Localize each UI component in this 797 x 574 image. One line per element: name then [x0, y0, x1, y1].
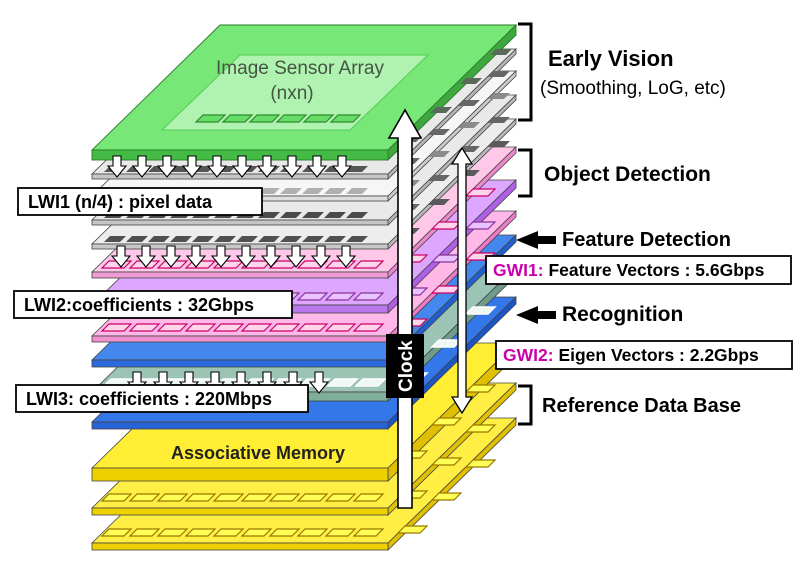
svg-text:GWI2: Eigen Vectors : 2: GWI2: Eigen Vectors : 2.2Gbps [503, 345, 759, 365]
feature-detection-label: Feature Detection [562, 229, 731, 251]
recognition-label: Recognition [562, 303, 683, 326]
sensor-subtitle: (nxn) [270, 83, 313, 104]
global-wire-double-arrow [450, 146, 474, 415]
gwi2-prefix: GWI2: [503, 345, 554, 365]
clock-arrow [387, 108, 423, 509]
clock-label: Clock [396, 340, 417, 392]
lwi2-label-box: LWI2:coefficients : 32Gbps [13, 290, 293, 319]
recognition-arrow [516, 306, 556, 324]
feature-detection-arrow [516, 231, 556, 249]
lwi1-label: LWI1 (n/4) : pixel data [28, 192, 213, 212]
gwi1-label-box: GWI1: Feature Vectors : 5.6Gbps [485, 255, 792, 285]
lwi3-label: LWI3: coefficients : 220Mbps [26, 389, 272, 409]
lwi2-label: LWI2:coefficients : 32Gbps [24, 295, 254, 315]
reference-data-base-label: Reference Data Base [542, 395, 741, 417]
reference-db-bracket [518, 384, 533, 426]
gwi1-text: Feature Vectors : 5.6Gbps [548, 260, 764, 280]
sensor-title: Image Sensor Array [216, 58, 384, 79]
early-vision-sub-label: (Smoothing, LoG, etc) [540, 78, 726, 99]
gwi2-text: Eigen Vectors : 2.2Gbps [558, 345, 759, 365]
lwi1-label-box: LWI1 (n/4) : pixel data [17, 187, 263, 216]
sensor-array-panel [160, 54, 430, 131]
gwi2-label-box: GWI2: Eigen Vectors : 2.2Gbps [495, 340, 793, 370]
associative-memory-label: Associative Memory [171, 443, 345, 463]
object-detection-label: Object Detection [544, 163, 711, 186]
object-detection-bracket [518, 148, 533, 198]
early-vision-label: Early Vision [548, 46, 674, 71]
svg-text:GWI1: Feature Vectors :: GWI1: Feature Vectors : 5.6Gbps [493, 260, 765, 280]
gwi1-prefix: GWI1: [493, 260, 544, 280]
lwi3-label-box: LWI3: coefficients : 220Mbps [15, 384, 309, 413]
clock-box [386, 334, 424, 398]
early-vision-bracket [518, 22, 533, 122]
